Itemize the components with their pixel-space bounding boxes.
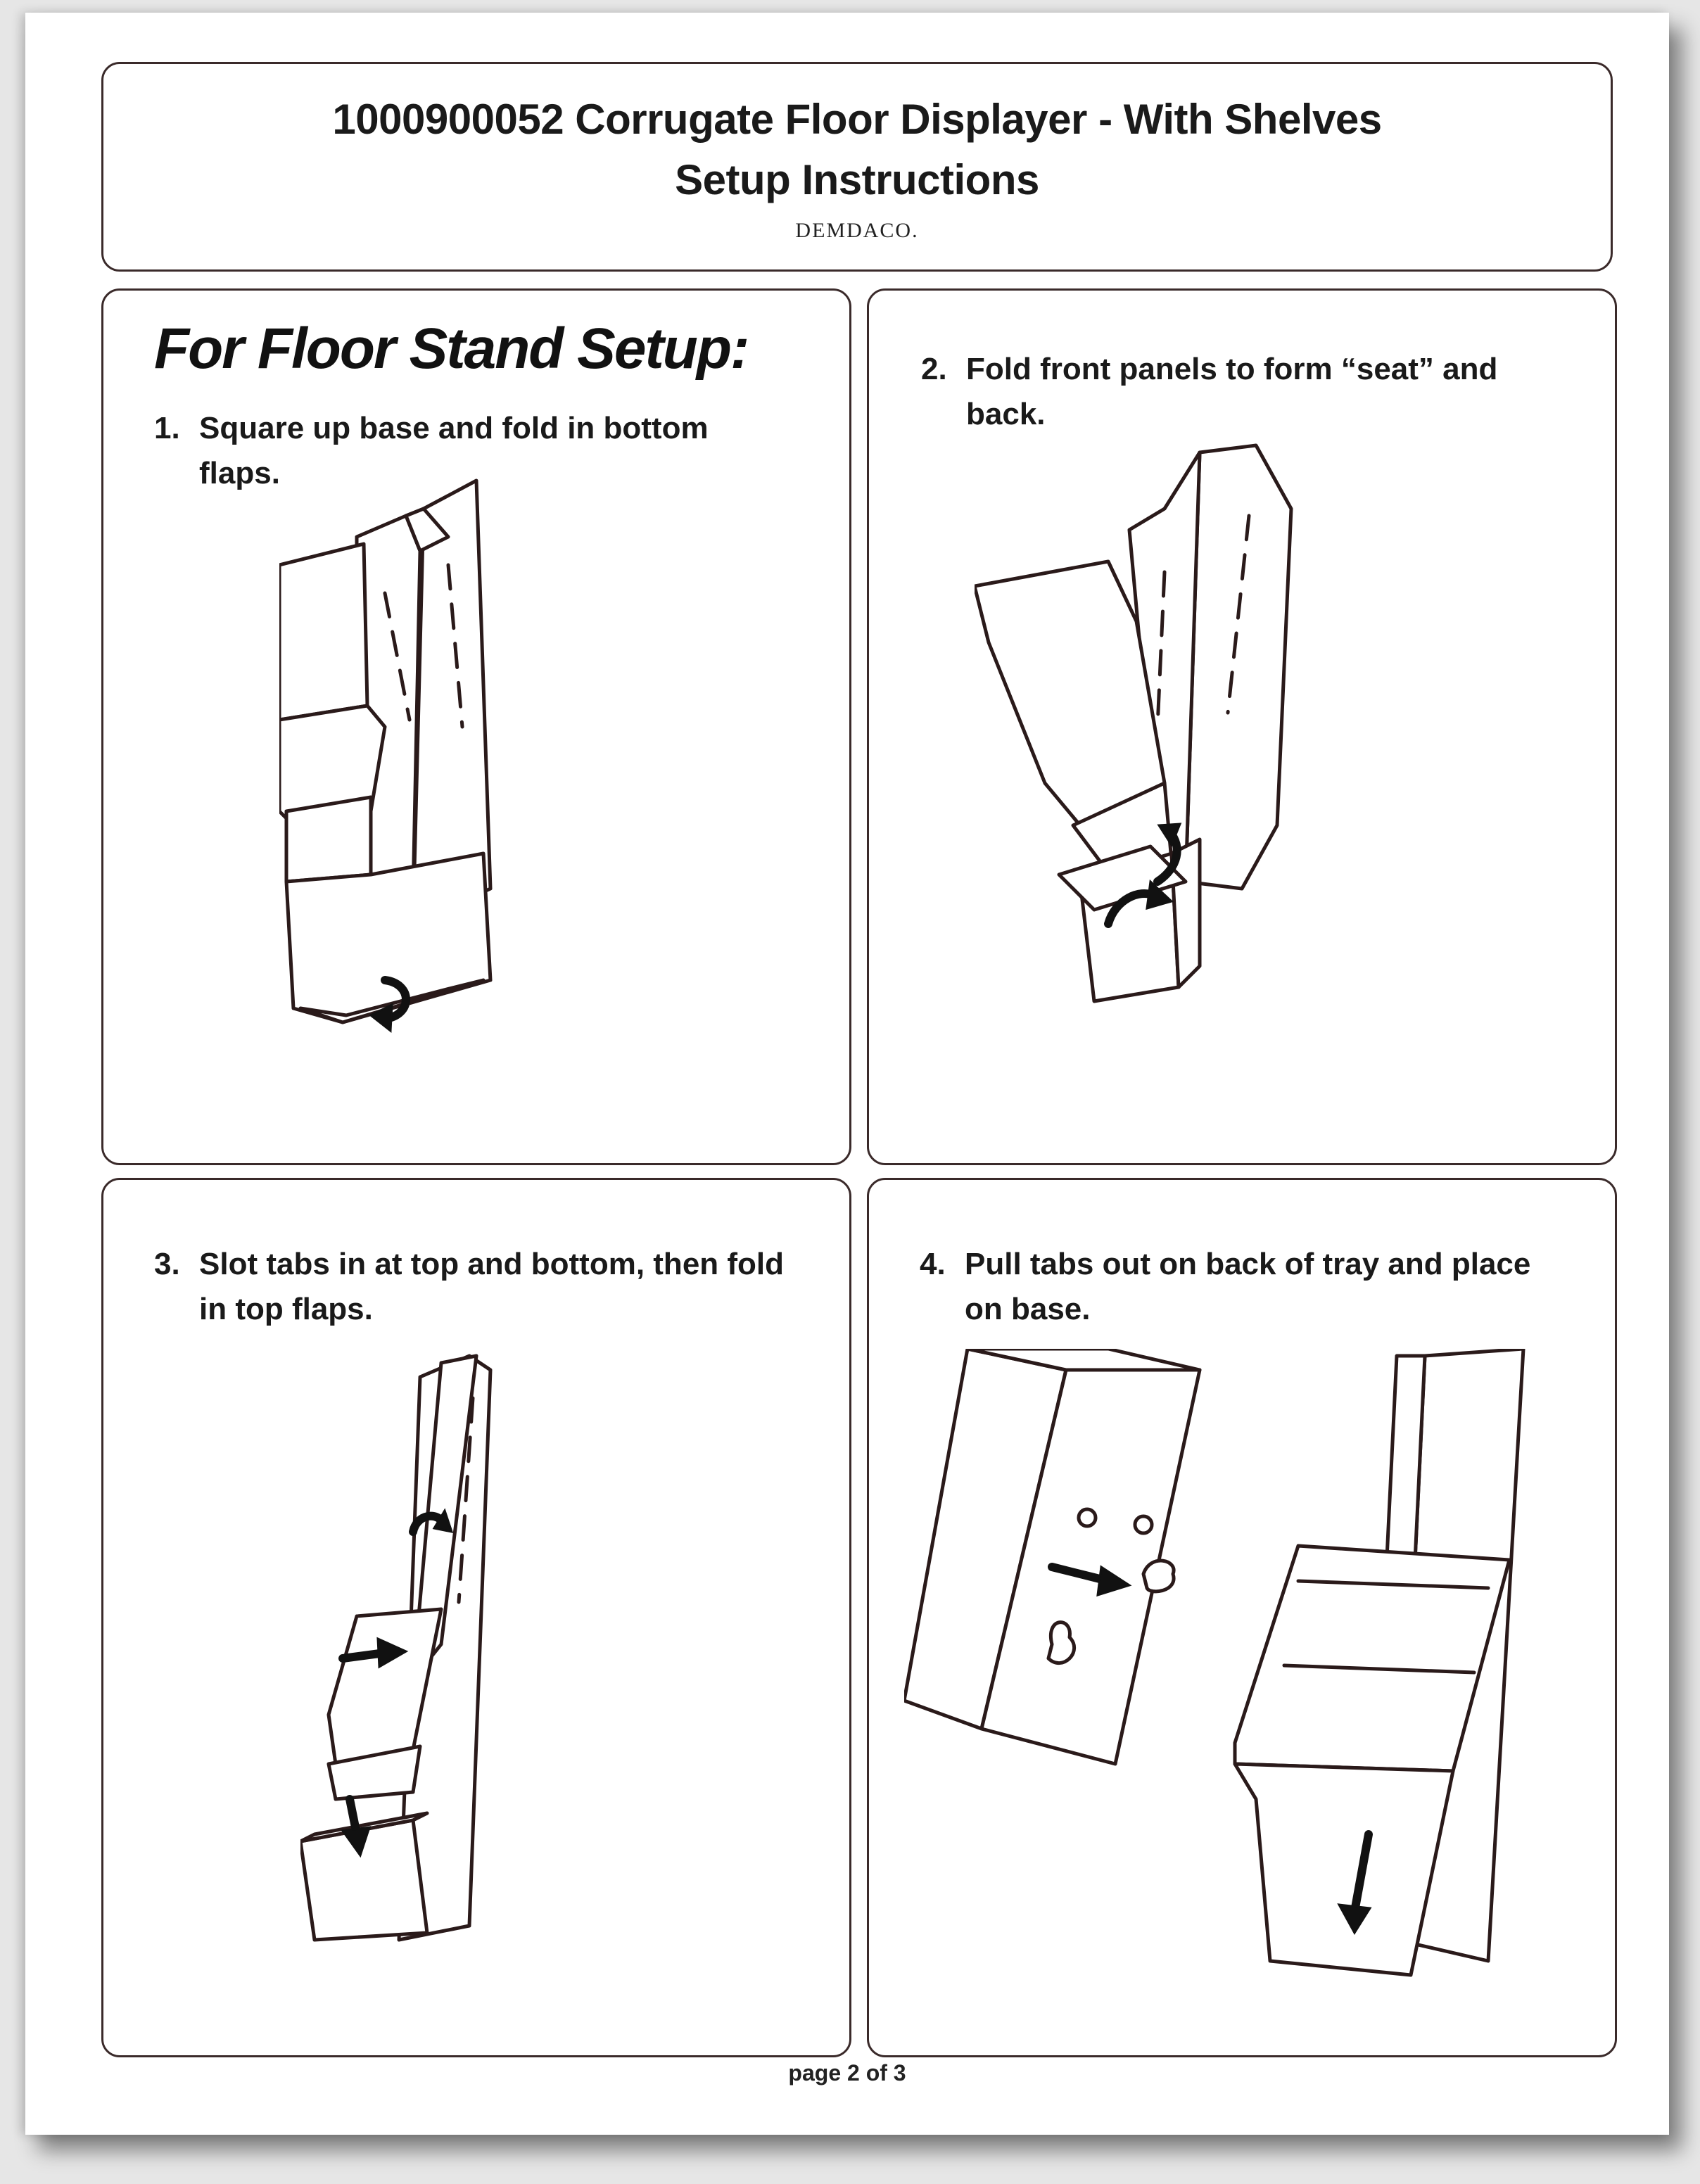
step-2-illustration: [975, 431, 1369, 1107]
section-heading: For Floor Stand Setup:: [154, 317, 749, 381]
step-3-number: 3.: [154, 1247, 180, 1281]
title-line-2: Setup Instructions: [675, 156, 1039, 203]
step-4-panel: 4. Pull tabs out on back of tray and pla…: [867, 1178, 1617, 2057]
step-1-illustration: [279, 459, 603, 1135]
step-1-number: 1.: [154, 411, 180, 445]
step-4-number: 4.: [920, 1247, 946, 1281]
step-1-panel: For Floor Stand Setup: 1. Square up base…: [101, 288, 851, 1165]
document-page: 1000900052 Corrugate Floor Displayer - W…: [25, 13, 1669, 2135]
step-1-text: Square up base and fold in bottom flaps.: [199, 411, 709, 490]
brand-name: DEMDACO.: [795, 219, 919, 242]
header-box: 1000900052 Corrugate Floor Displayer - W…: [101, 62, 1613, 272]
step-2-instruction: 2. Fold front panels to form “seat” and …: [921, 347, 1540, 437]
step-2-panel: 2. Fold front panels to form “seat” and …: [867, 288, 1617, 1165]
title-line-1: 1000900052 Corrugate Floor Displayer - W…: [332, 96, 1382, 143]
page-number: page 2 of 3: [788, 2060, 906, 2085]
step-4-illustration: [904, 1349, 1608, 2010]
step-1-instruction: 1. Square up base and fold in bottom fla…: [154, 406, 773, 496]
step-3-instruction: 3. Slot tabs in at top and bottom, then …: [154, 1242, 787, 1332]
step-3-illustration: [300, 1349, 624, 1996]
step-3-panel: 3. Slot tabs in at top and bottom, then …: [101, 1178, 851, 2057]
step-3-text: Slot tabs in at top and bottom, then fol…: [199, 1247, 785, 1326]
document-title: 1000900052 Corrugate Floor Displayer - W…: [103, 89, 1611, 210]
step-4-instruction: 4. Pull tabs out on back of tray and pla…: [920, 1242, 1553, 1332]
step-4-text: Pull tabs out on back of tray and place …: [965, 1247, 1531, 1326]
step-2-text: Fold front panels to form “seat” and bac…: [966, 352, 1498, 431]
step-2-number: 2.: [921, 352, 947, 386]
